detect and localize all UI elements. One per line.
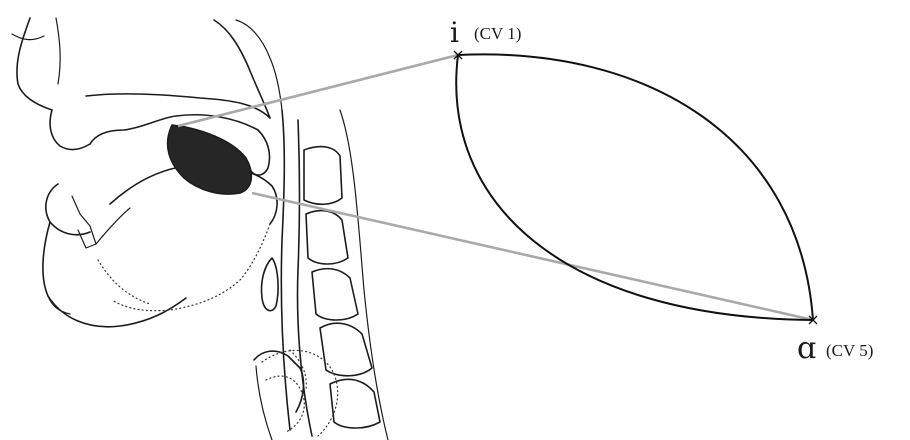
chin-tip <box>48 296 70 314</box>
projection-line-to-a <box>252 193 813 320</box>
skull-base <box>236 20 282 110</box>
nasal-cavity-floor <box>86 94 270 118</box>
nose-outline <box>17 18 52 110</box>
nostril-line <box>12 34 44 40</box>
upper-lip <box>50 110 90 150</box>
velum <box>250 130 270 175</box>
lower-lip <box>46 184 90 235</box>
vertebra <box>304 147 342 205</box>
head-sagittal-section <box>12 18 388 440</box>
vertebra <box>306 211 348 264</box>
lower-jaw-inner <box>96 208 130 244</box>
vowel-i-cardinal-tag: (CV 1) <box>474 24 521 43</box>
floor-of-mouth-dotted <box>98 260 150 304</box>
vowel-a-cardinal-tag: (CV 5) <box>826 341 873 360</box>
vowel-a-symbol: ɑ <box>797 331 816 366</box>
trachea-front <box>256 366 272 440</box>
projection-line-to-i <box>178 55 458 126</box>
vowel-i-symbol: i <box>450 16 459 49</box>
epiglottis <box>261 258 278 311</box>
upper-teeth <box>72 196 96 248</box>
cervical-vertebrae <box>304 110 388 440</box>
vertebra <box>312 269 358 320</box>
nasal-bridge <box>56 18 60 84</box>
mandible-outline <box>43 222 186 327</box>
cartilage-dotted <box>262 350 338 436</box>
vertebra <box>320 323 372 376</box>
tongue-position-region <box>168 125 252 194</box>
pharynx-wall <box>281 110 290 430</box>
